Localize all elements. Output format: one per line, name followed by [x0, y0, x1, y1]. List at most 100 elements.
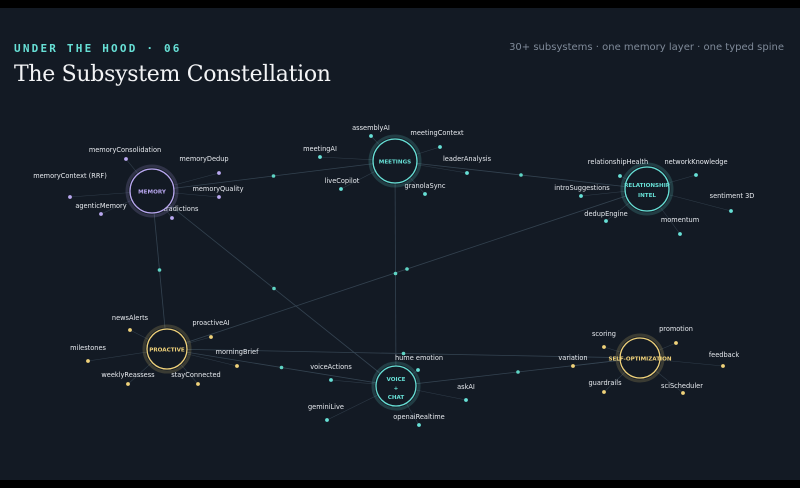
satellite-dot-geminilive[interactable]	[325, 418, 329, 422]
hub-label-selfopt: SELF-OPTIMIZATION	[608, 357, 671, 363]
junction-meetings-relationship	[519, 173, 523, 177]
satellite-dot-memorycontext-rrf[interactable]	[68, 195, 72, 199]
satellite-label-memorycontext-rrf: memoryContext (RRF)	[33, 172, 107, 180]
hub-proactive[interactable]	[146, 328, 188, 370]
satellite-label-variation: variation	[558, 354, 587, 362]
hub-meetings[interactable]	[372, 138, 418, 184]
junction-meetings-voice	[393, 271, 398, 276]
hub-glow-voice	[371, 361, 421, 411]
hub-label-voice: VOICE	[387, 377, 406, 383]
hub-glow-selfopt	[615, 333, 665, 383]
hub-label-voice: CHAT	[388, 395, 405, 401]
satellite-label-granolasync: granolaSync	[405, 182, 446, 190]
satellite-label-voiceactions: voiceActions	[310, 363, 352, 371]
satellite-spokes	[69, 135, 732, 426]
hub-glow-meetings	[368, 134, 422, 188]
satellite-label-momentum: momentum	[661, 216, 699, 224]
satellite-dot-memoryconsolidation[interactable]	[124, 157, 128, 161]
hub-memory[interactable]	[129, 168, 175, 214]
satellite-dot-weeklyreassess[interactable]	[126, 382, 130, 386]
hub-label-meetings: MEETINGS	[379, 160, 411, 166]
hub-relationship[interactable]	[624, 166, 670, 212]
satellite-dot-scoring[interactable]	[602, 345, 606, 349]
satellite-dot-assemblyai[interactable]	[369, 134, 373, 138]
satellite-dot-networkknowledge[interactable]	[694, 173, 698, 177]
satellite-dot-introsuggestions[interactable]	[579, 194, 583, 198]
satellite-dot-livecopilot[interactable]	[339, 187, 343, 191]
satellite-label-morningbrief: morningBrief	[216, 348, 260, 356]
satellite-dot-momentum[interactable]	[678, 232, 682, 236]
satellite-dot-dedupengine[interactable]	[604, 219, 608, 223]
satellite-label-proactiveai: proactiveAI	[192, 319, 229, 327]
satellite-dot-morningbrief[interactable]	[235, 364, 239, 368]
hub-label-memory: MEMORY	[138, 190, 167, 196]
satellite-dot-hume-emotion[interactable]	[416, 368, 420, 372]
satellite-label-openairealtime: openaiRealtime	[393, 413, 444, 421]
satellite-dot-sentiment-3d[interactable]	[729, 209, 733, 213]
satellite-label-introsuggestions: introSuggestions	[554, 184, 610, 192]
satellite-label-livecopilot: liveCopilot	[325, 177, 360, 185]
satellite-label-geminilive: geminiLive	[308, 403, 344, 411]
hub-glow-relationship	[620, 162, 674, 216]
satellite-dot-contradictions[interactable]	[170, 216, 174, 220]
satellite-dot-newsalerts[interactable]	[128, 328, 132, 332]
satellite-label-sentiment-3d: sentiment 3D	[710, 192, 755, 200]
satellite-dot-scischeduler[interactable]	[681, 391, 685, 395]
satellite-dot-leaderanalysis[interactable]	[465, 171, 469, 175]
satellite-label-milestones: milestones	[70, 344, 106, 352]
constellation-diagram: memoryConsolidation memoryDedup memoryCont…	[33, 124, 755, 427]
junction-memory-proactive	[157, 268, 162, 272]
satellite-dot-meetingcontext[interactable]	[438, 145, 442, 149]
satellite-label-scoring: scoring	[592, 330, 616, 338]
satellite-label-agenticmemory: agenticMemory	[75, 202, 126, 210]
satellite-dot-voiceactions[interactable]	[329, 378, 333, 382]
hub-glow-memory	[125, 164, 179, 218]
junction-proactive-selfopt	[401, 351, 406, 356]
hub-glow-proactive	[142, 324, 192, 374]
satellite-dot-relationshiphealth[interactable]	[618, 174, 622, 178]
slide: UNDER THE HOOD · 06 The Subsystem Conste…	[0, 8, 800, 480]
satellite-dot-variation[interactable]	[571, 364, 575, 368]
satellite-label-newsalerts: newsAlerts	[112, 314, 149, 322]
satellite-label-feedback: feedback	[709, 351, 739, 359]
hub-label-relationship: RELATIONSHIP	[624, 183, 670, 189]
junction-memory-voice	[272, 286, 276, 291]
hub-selfopt[interactable]	[619, 337, 661, 379]
satellite-label-memoryquality: memoryQuality	[192, 185, 243, 193]
satellite-label-memorydedup: memoryDedup	[179, 155, 228, 163]
satellite-label-meetingcontext: meetingContext	[410, 129, 464, 137]
satellite-dot-meetingai[interactable]	[318, 155, 322, 159]
satellite-label-promotion: promotion	[659, 325, 693, 333]
satellite-label-stayconnected: stayConnected	[171, 371, 220, 379]
satellite-dot-promotion[interactable]	[674, 341, 678, 345]
satellite-dot-stayconnected[interactable]	[196, 382, 200, 386]
satellite-label-assemblyai: assemblyAI	[352, 124, 390, 132]
satellite-label-leaderanalysis: leaderAnalysis	[443, 155, 492, 163]
satellite-dot-agenticmemory[interactable]	[99, 212, 103, 216]
junction-proactive-relationship	[405, 267, 409, 271]
junction-voice-selfopt	[516, 370, 520, 374]
satellite-label-guardrails: guardrails	[588, 379, 622, 387]
section-eyebrow: UNDER THE HOOD · 06	[14, 42, 182, 55]
satellite-label-askai: askAI	[457, 383, 475, 391]
satellite-dot-milestones[interactable]	[86, 359, 90, 363]
hub-label-relationship: INTEL	[638, 193, 656, 199]
satellite-dot-proactiveai[interactable]	[209, 335, 213, 339]
satellite-dot-granolasync[interactable]	[423, 192, 427, 196]
junction-memory-meetings	[271, 174, 276, 178]
hub-voice[interactable]	[375, 365, 417, 407]
satellite-dot-openairealtime[interactable]	[417, 423, 421, 427]
satellite-dot-memoryquality[interactable]	[217, 195, 221, 199]
satellite-label-dedupengine: dedupEngine	[584, 210, 627, 218]
satellite-label-memoryconsolidation: memoryConsolidation	[89, 146, 161, 154]
satellite-dot-feedback[interactable]	[721, 364, 725, 368]
satellite-dot-memorydedup[interactable]	[217, 171, 221, 175]
page-title: The Subsystem Constellation	[14, 62, 331, 87]
satellite-label-networkknowledge: networkKnowledge	[664, 158, 727, 166]
satellite-dot-guardrails[interactable]	[602, 390, 606, 394]
satellite-label-meetingai: meetingAI	[303, 145, 337, 153]
hub-label-voice: +	[394, 386, 399, 392]
junction-proactive-voice	[279, 365, 284, 370]
link-junctions	[157, 173, 523, 374]
satellite-dot-askai[interactable]	[464, 398, 468, 402]
